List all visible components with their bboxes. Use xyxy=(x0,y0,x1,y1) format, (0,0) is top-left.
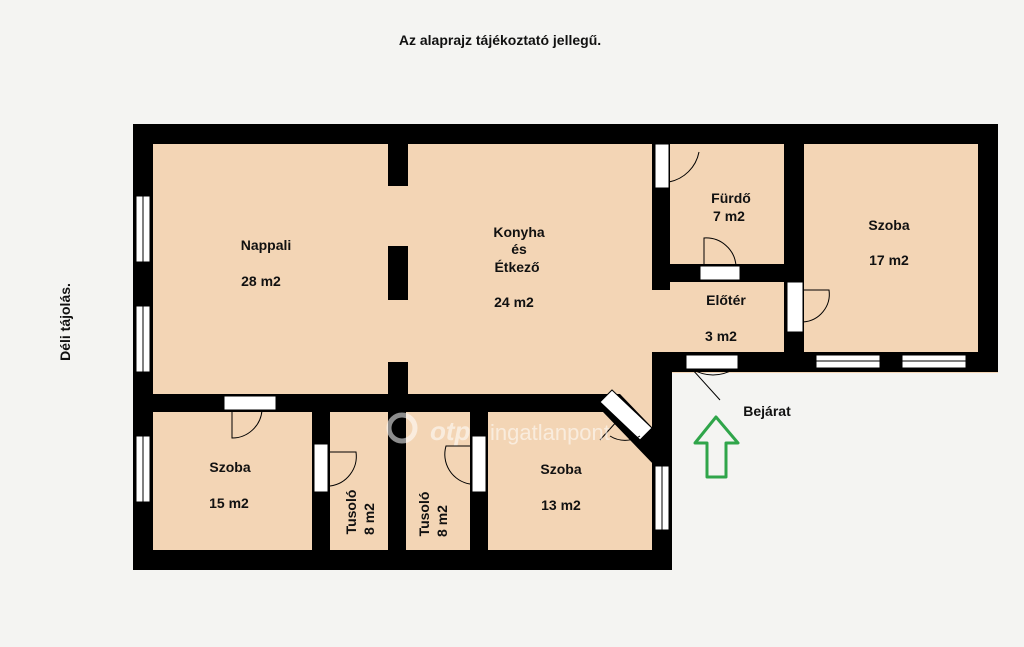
room-label-tusolo-2: Tusoló xyxy=(416,492,432,537)
room-label-eloter: Előtér xyxy=(706,292,746,308)
room-area-tusolo-1: 8 m2 xyxy=(361,503,377,535)
room-label-furdo: Fürdő xyxy=(711,190,751,206)
watermark-suffix: ingatlanpont xyxy=(490,420,610,445)
windows xyxy=(135,195,967,531)
room-area-nappali: 28 m2 xyxy=(241,273,281,289)
room-area-tusolo-2: 8 m2 xyxy=(434,505,450,537)
room-label-szoba-ne: Szoba xyxy=(868,217,909,233)
room-area-furdo: 7 m2 xyxy=(713,208,745,224)
room-label-konyha-1: Konyha xyxy=(493,224,545,240)
room-area-szoba-ne: 17 m2 xyxy=(869,252,909,268)
room-labels: Nappali 28 m2 Konyha és Étkező 24 m2 Für… xyxy=(209,190,910,537)
room-label-konyha-3: Étkező xyxy=(494,259,539,275)
room-area-szoba-s: 13 m2 xyxy=(541,497,581,513)
watermark: otp ingatlanpont xyxy=(386,412,610,446)
entrance-arrow-icon xyxy=(693,415,740,479)
room-area-eloter: 3 m2 xyxy=(705,328,737,344)
room-area-konyha: 24 m2 xyxy=(494,294,534,310)
orientation-label: Déli tájolás. xyxy=(57,283,73,361)
watermark-brand: otp xyxy=(430,416,471,446)
room-area-szoba-sw: 15 m2 xyxy=(209,495,249,511)
room-label-szoba-sw: Szoba xyxy=(209,459,250,475)
room-label-szoba-s: Szoba xyxy=(540,461,581,477)
east-wing-floor xyxy=(650,125,998,373)
room-label-konyha-2: és xyxy=(511,241,527,257)
room-label-nappali: Nappali xyxy=(241,237,292,253)
plan-caption: Az alaprajz tájékoztató jellegű. xyxy=(399,32,601,48)
entrance-label: Bejárat xyxy=(743,403,791,419)
room-label-tusolo-1: Tusoló xyxy=(343,490,359,535)
doors xyxy=(223,143,830,493)
